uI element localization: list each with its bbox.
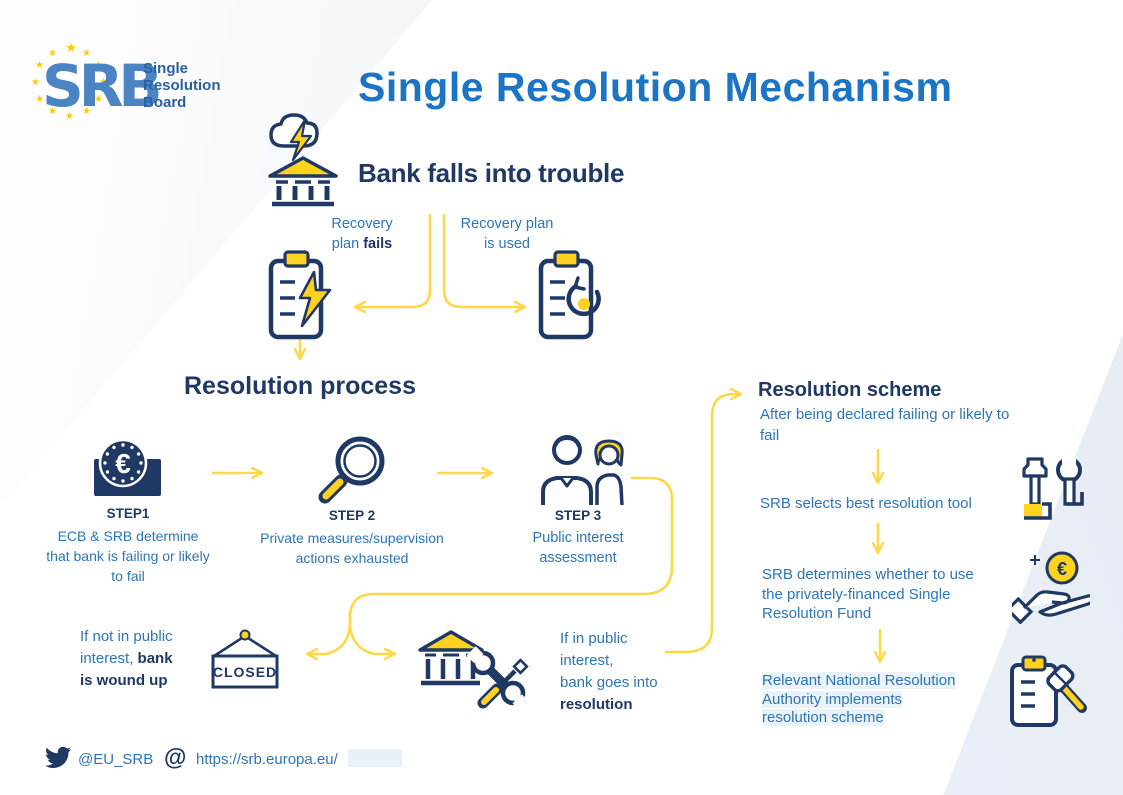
connector-recovery-fails	[353, 213, 432, 314]
resolution-scheme-heading: Resolution scheme	[758, 379, 942, 401]
eu-star-icon: ★	[65, 40, 77, 55]
ecb-euro-icon: €	[94, 438, 161, 496]
connector-to-resolution-scheme	[664, 387, 743, 654]
step3-label: STEP 3	[554, 508, 602, 523]
bank-resolution-icon	[418, 630, 530, 712]
scheme-item-fund: SRB determines whether to use the privat…	[762, 566, 974, 622]
step3-desc: Public interest assessment	[532, 530, 624, 566]
website-link[interactable]: https://srb.europa.eu/	[196, 751, 338, 768]
step1-desc: ECB & SRB determine that bank is failing…	[46, 528, 210, 584]
eu-star-icon: ★	[35, 94, 44, 105]
page-title: Single Resolution Mechanism	[358, 64, 953, 110]
euro-symbol: €	[1057, 559, 1067, 579]
eu-star-icon: ★	[65, 111, 74, 122]
clipboard-gavel-icon	[1010, 655, 1087, 727]
eu-star-icon: ★	[94, 60, 103, 71]
magnifier-icon	[318, 436, 385, 504]
srb-logo: ★ ★ ★ ★ ★ ★ ★ ★ ★ ★ ★ ★ SRB Single Resol…	[30, 40, 260, 142]
resolution-process-heading: Resolution process	[184, 372, 416, 400]
connector-outcome-resolution	[348, 610, 397, 661]
connector-step3-outcomes	[348, 476, 674, 620]
hand-euro-icon: €	[1012, 551, 1090, 624]
connector-recovery-used	[442, 213, 527, 314]
at-icon: @	[164, 744, 187, 770]
recovery-fails-label: Recovery plan fails	[331, 216, 393, 252]
twitter-handle-link[interactable]: @EU_SRB	[78, 751, 154, 768]
scheme-subtitle: After being declared failing or likely t…	[760, 406, 1010, 444]
srb-logo-letters: SRB	[42, 52, 163, 120]
eu-star-icon: ★	[31, 77, 40, 88]
not-public-interest-text: If not in public interest, bank is wound…	[80, 628, 173, 689]
eu-star-icon: ★	[82, 48, 91, 59]
eu-star-icon: ★	[48, 106, 57, 117]
scheme-item-select-tool: SRB selects best resolution tool	[760, 495, 972, 512]
euro-symbol: €	[115, 448, 131, 479]
step2-label: STEP 2	[328, 508, 376, 523]
srb-logo-org-name: Single Resolution Board	[143, 60, 221, 111]
step1-label: STEP1	[106, 506, 150, 521]
recovery-used-label: Recovery plan is used	[460, 216, 554, 252]
bank-storm-icon	[268, 113, 338, 207]
closed-sign-label: CLOSED	[213, 664, 277, 680]
eu-star-icon: ★	[48, 48, 57, 59]
eu-star-icon: ★	[35, 60, 44, 71]
step2-desc: Private measures/supervision actions exh…	[260, 530, 444, 566]
eu-star-icon: ★	[99, 77, 108, 88]
public-interest-text: If in public interest, bank goes into re…	[560, 630, 658, 713]
people-icon	[541, 435, 624, 506]
bank-trouble-heading: Bank falls into trouble	[358, 158, 625, 188]
resolution-tools-icon	[1022, 456, 1084, 520]
connector-outcome-closed	[305, 610, 352, 661]
recovery-used-clipboard-icon	[538, 250, 601, 340]
eu-star-icon: ★	[94, 94, 103, 105]
eu-star-icon: ★	[82, 106, 91, 117]
twitter-icon	[44, 746, 72, 768]
recovery-fails-clipboard-icon	[268, 250, 332, 340]
scheme-item-nra: Relevant National Resolution Authority i…	[762, 672, 956, 726]
closed-sign-icon: CLOSED	[211, 629, 279, 689]
footer-highlight	[348, 749, 402, 767]
